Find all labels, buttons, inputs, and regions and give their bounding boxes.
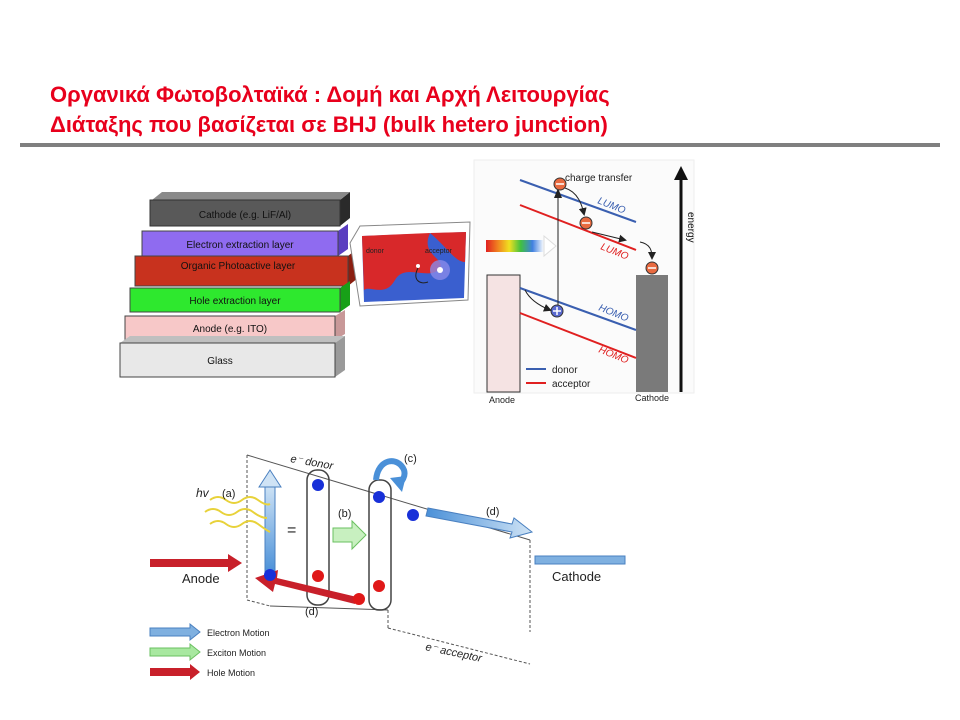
title-divider <box>20 143 940 147</box>
hole-dot <box>353 593 365 605</box>
operation-anode-label: Anode <box>182 571 220 586</box>
motion-legend: Electron Motion Exciton Motion Hole Moti… <box>149 622 270 680</box>
energy-cathode-label: Cathode <box>635 393 669 403</box>
layer-cathode-face <box>149 199 341 227</box>
hv-label: hv <box>196 486 210 500</box>
layer-glass-face <box>119 342 336 378</box>
electron-dot <box>407 509 419 521</box>
layer-electron-extraction: Electron extraction layer <box>141 224 348 257</box>
electron-dot <box>373 491 385 503</box>
layer-hole-extraction-face <box>129 287 341 313</box>
electron-dot <box>264 569 276 581</box>
anode-block <box>486 274 521 393</box>
layer-electron-extraction-label: Electron extraction layer <box>186 240 294 251</box>
acceptor-homo-line <box>519 312 637 359</box>
layer-glass: Glass <box>119 336 345 378</box>
legend-acceptor-label: acceptor <box>552 379 591 390</box>
legend-electron-swatch <box>149 622 201 642</box>
energy-anode-label: Anode <box>489 395 515 405</box>
title-line-2: Διάταξης που βασίζεται σε BHJ (bulk hete… <box>50 112 608 137</box>
cathode-arrow <box>534 555 626 565</box>
step-d-bottom-label: (d) <box>305 606 318 618</box>
bhj-inset: donor acceptor <box>349 221 471 307</box>
electron-dot <box>312 479 324 491</box>
slide-title: Οργανικά Φωτοβολταϊκά : Δομή και Αρχή Λε… <box>50 80 610 140</box>
donor-lumo-line <box>519 179 637 223</box>
operation-cathode-label: Cathode <box>552 569 601 584</box>
operation-diagram: hv (a) = (b) (c) (d) (d) e⁻ donor e⁻ acc… <box>149 453 626 680</box>
layer-glass-label: Glass <box>207 356 233 367</box>
legend-electron-label: Electron Motion <box>207 628 270 638</box>
hole-motion-arrow <box>255 570 357 604</box>
anode-arrow <box>150 554 242 572</box>
layer-hole-extraction-label: Hole extraction layer <box>189 296 281 307</box>
layer-hole-extraction: Hole extraction layer <box>129 281 350 313</box>
electron-motion-arrow <box>425 507 534 539</box>
donor-homo-line <box>519 287 637 331</box>
exciton-motion-arrow <box>332 519 367 551</box>
step-a-label: (a) <box>222 488 235 500</box>
layer-organic-photoactive-face <box>134 255 349 287</box>
layer-cathode: Cathode (e.g. LiF/Al) <box>149 192 350 227</box>
cathode-block <box>636 275 668 392</box>
layer-organic-photoactive-label: Organic Photoactive layer <box>181 261 296 272</box>
charge-transfer-label: charge transfer <box>565 173 633 184</box>
layer-anode-label: Anode (e.g. ITO) <box>193 324 267 335</box>
legend-hole-swatch <box>150 664 200 680</box>
step-b-label: (b) <box>338 508 351 520</box>
layer-anode: Anode (e.g. ITO) <box>124 310 345 341</box>
energy-axis-label: energy <box>685 212 696 243</box>
light-spectrum-arrow <box>486 240 544 252</box>
title-line-1: Οργανικά Φωτοβολταϊκά : Δομή και Αρχή Λε… <box>50 82 610 107</box>
legend-donor-label: donor <box>552 365 578 376</box>
legend-exciton-swatch <box>149 642 201 662</box>
hole-dot <box>373 580 385 592</box>
acceptor-lumo-line <box>519 204 637 251</box>
inset-acceptor-label: acceptor <box>425 248 453 255</box>
e-acceptor-label: e⁻ acceptor <box>424 641 484 665</box>
inset-donor-label: donor <box>366 248 385 255</box>
step-c-label: (c) <box>404 453 417 465</box>
hole-dot <box>312 570 324 582</box>
layer-cathode-label: Cathode (e.g. LiF/Al) <box>199 210 291 221</box>
legend-hole-label: Hole Motion <box>207 668 255 678</box>
device-layer-stack: Cathode (e.g. LiF/Al) Electron extractio… <box>119 192 471 378</box>
legend-exciton-label: Exciton Motion <box>207 648 266 658</box>
equals-label: = <box>287 522 296 539</box>
step-d-top-label: (d) <box>486 506 499 518</box>
energy-level-diagram: energy charge transfer LUMO LUMO HOMO HO… <box>473 159 696 405</box>
